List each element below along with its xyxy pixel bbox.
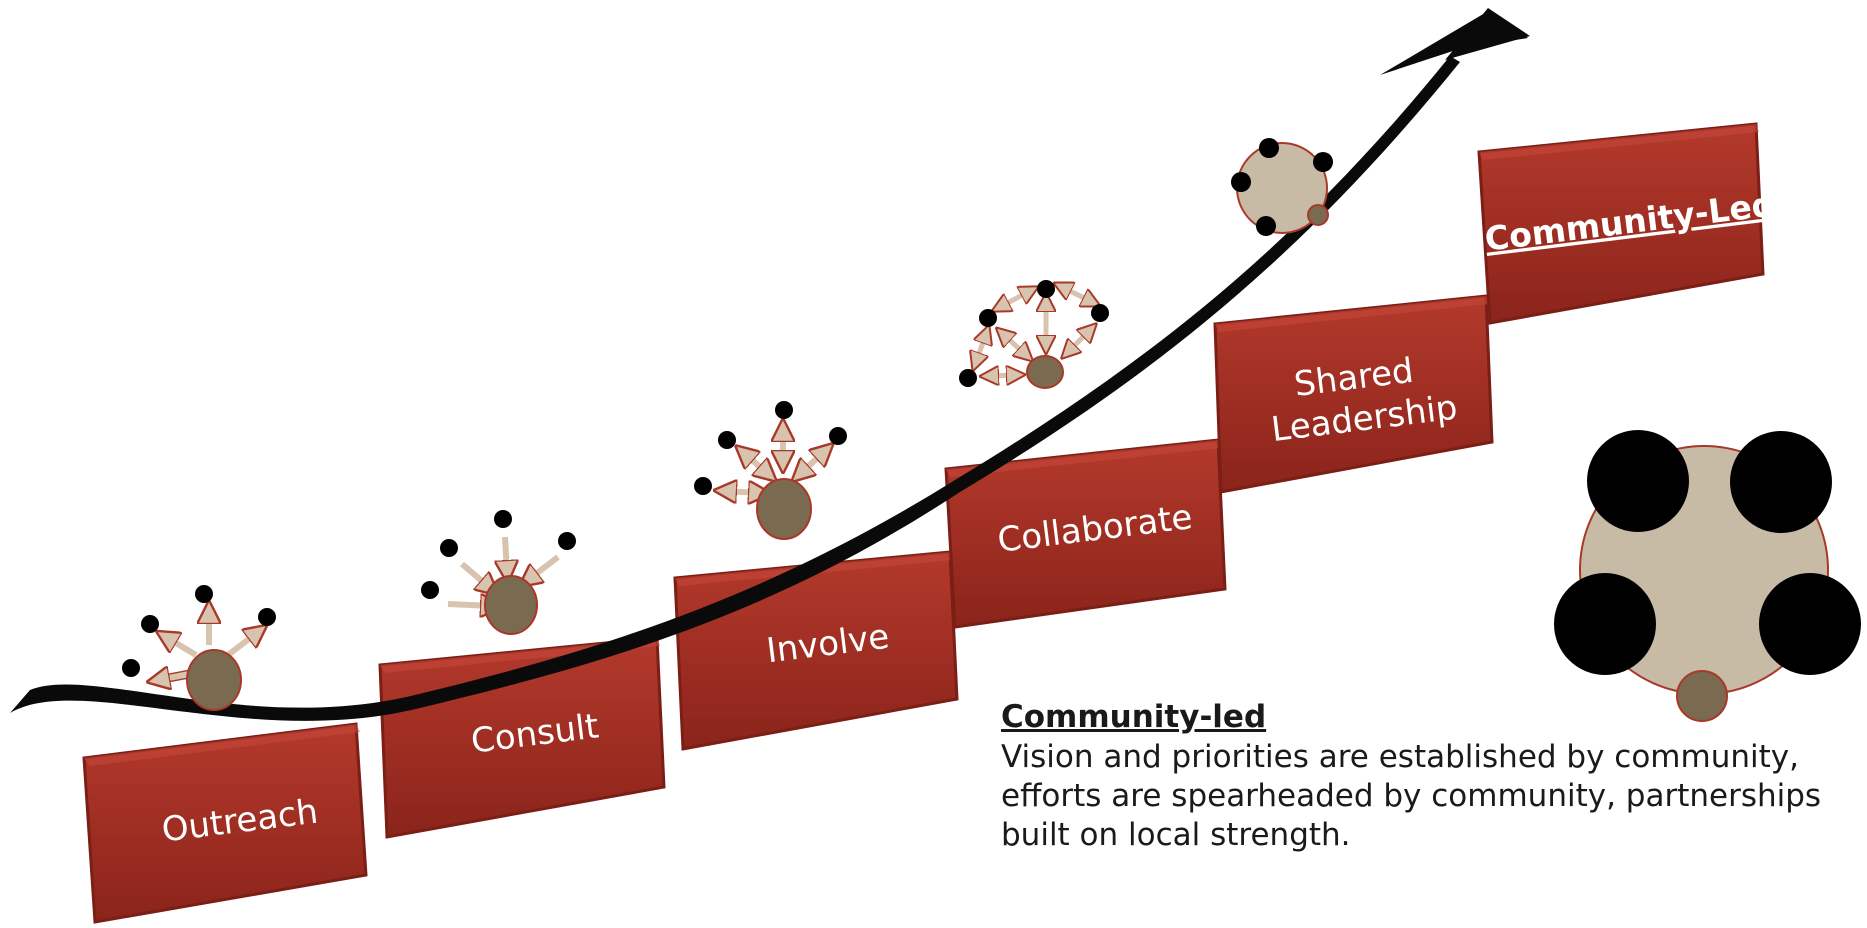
community-led-description: Community-led Vision and priorities are … — [1001, 700, 1861, 855]
step-collaborate: Collaborate — [944, 438, 1227, 629]
consult-icon — [421, 510, 576, 635]
step-shared-leadership: Shared Leadership — [1213, 294, 1494, 494]
collaborate-icon — [959, 280, 1109, 389]
community-led-small-icon — [1231, 138, 1333, 236]
description-title: Community-led — [1001, 699, 1267, 735]
step-outreach: Outreach — [82, 722, 368, 924]
description-body: Vision and priorities are established by… — [1001, 739, 1822, 854]
community-led-large-icon — [1554, 430, 1861, 722]
step-community-led: Community-Led — [1477, 122, 1777, 325]
involve-icon — [694, 401, 847, 540]
progress-arrow — [10, 8, 1530, 721]
step-involve: Involve — [673, 550, 959, 751]
outreach-icon — [122, 585, 276, 711]
